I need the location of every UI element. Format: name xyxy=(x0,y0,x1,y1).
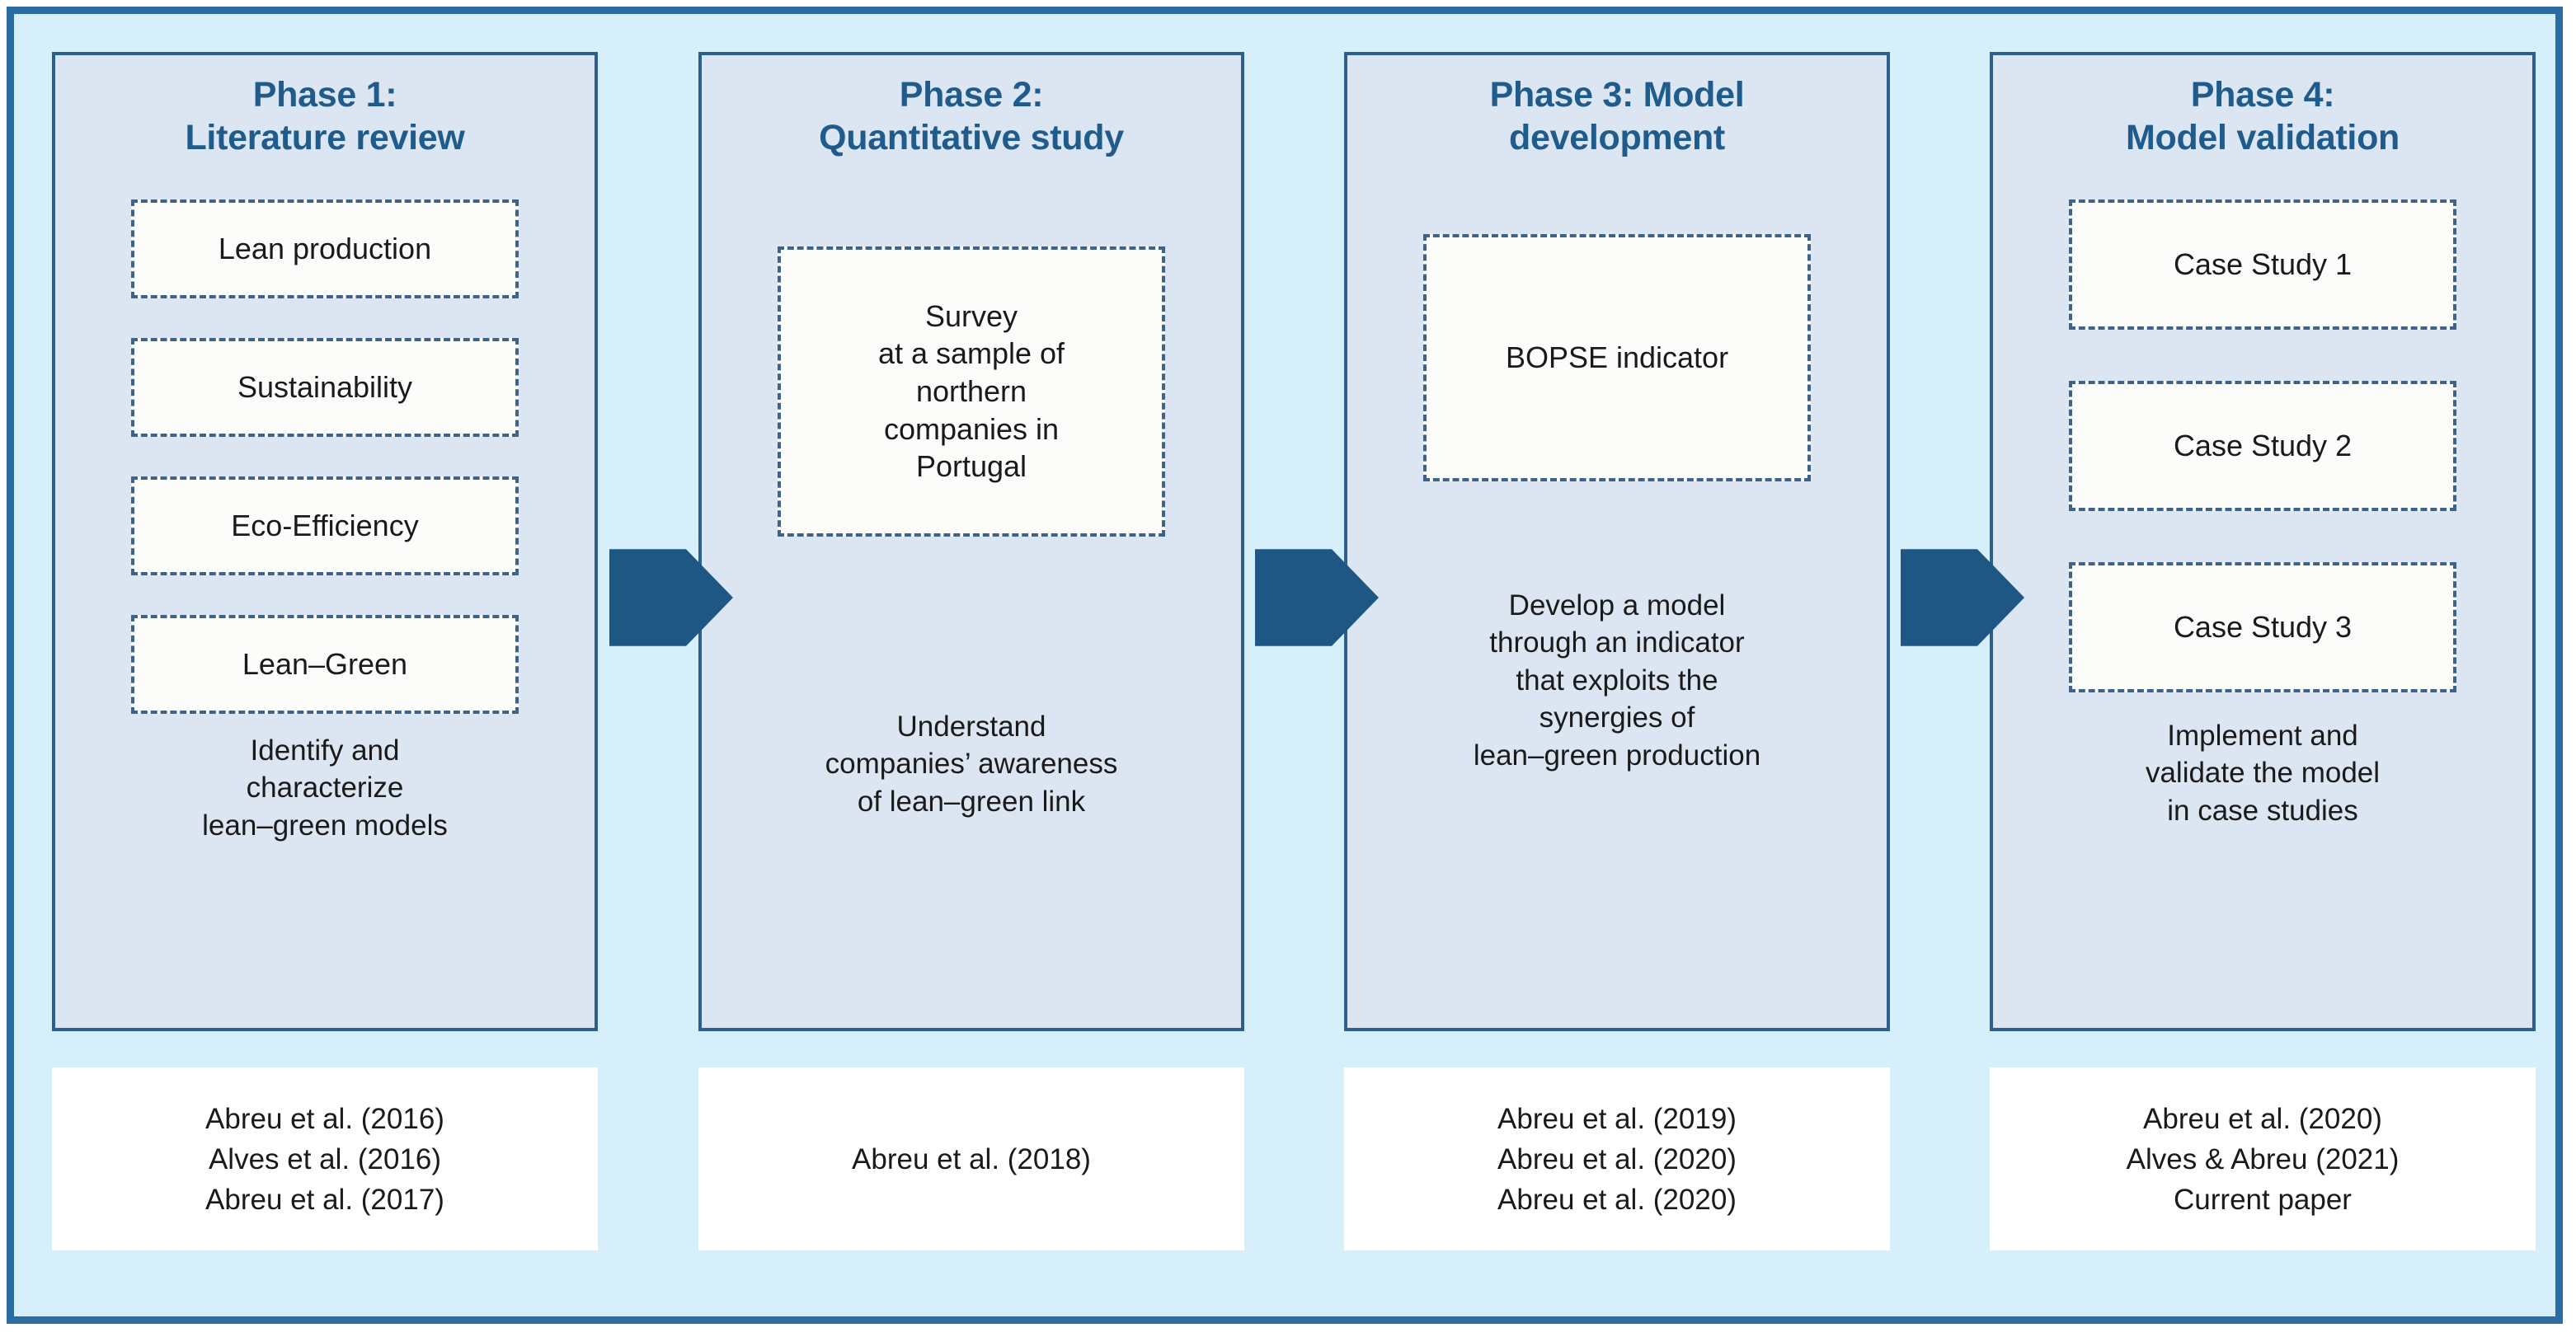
item-line: Portugal xyxy=(915,449,1027,484)
phase-title-3: Phase 3: Model development xyxy=(1369,73,1865,160)
phase-title-1-line2: Literature review xyxy=(185,118,465,158)
phase-title-4: Phase 4: Model validation xyxy=(2014,73,2511,160)
reference-line: Abreu et al. (2019) xyxy=(1497,1102,1737,1135)
phase-item-box[interactable]: Case Study 2 xyxy=(2069,380,2456,511)
reference-line: Alves et al. (2016) xyxy=(208,1142,442,1175)
reference-line: Abreu et al. (2016) xyxy=(205,1102,444,1135)
phase-caption-2: Understand companies’ awareness of lean–… xyxy=(729,708,1215,821)
phase-items-4: Case Study 1 Case Study 2 Case Study 3 I… xyxy=(1993,160,2532,1028)
caption-line: validate the model xyxy=(2145,757,2381,790)
phase-title-2-line2: Quantitative study xyxy=(819,118,1124,158)
reference-line: Abreu et al. (2017) xyxy=(205,1183,444,1216)
phase-title-2: Phase 2: Quantitative study xyxy=(723,73,1220,160)
phase-title-1-line1: Phase 1: xyxy=(252,75,397,115)
phase-caption-3: Develop a model through an indicator tha… xyxy=(1375,587,1860,775)
caption-line: companies’ awareness xyxy=(825,748,1118,781)
diagram-canvas: Phase 1: Literature review Lean producti… xyxy=(7,7,2563,1324)
phase-title-3-line2: development xyxy=(1509,118,1725,158)
reference-line: Abreu et al. (2020) xyxy=(1497,1142,1737,1175)
phase-caption-4: Implement and validate the model in case… xyxy=(2020,717,2506,830)
phase-items-2: Survey at a sample of northern companies… xyxy=(702,160,1241,1028)
phase-item-box[interactable]: Lean production xyxy=(131,199,519,298)
phase-title-4-line2: Model validation xyxy=(2125,118,2400,158)
phase-panel-1[interactable]: Phase 1: Literature review Lean producti… xyxy=(52,52,598,1031)
phase-panel-3[interactable]: Phase 3: Model development BOPSE indicat… xyxy=(1344,52,1890,1031)
phase-item-box[interactable]: Sustainability xyxy=(131,337,519,437)
phase-column-3: Phase 3: Model development BOPSE indicat… xyxy=(1344,52,1890,1251)
phase-items-3: BOPSE indicator Develop a model through … xyxy=(1347,160,1887,1028)
phase-title-2-line1: Phase 2: xyxy=(899,75,1044,115)
phase-caption-1: Identify and characterize lean–green mod… xyxy=(82,732,568,845)
item-line: companies in xyxy=(883,411,1060,446)
phase-items-1: Lean production Sustainability Eco-Effic… xyxy=(55,160,595,1028)
phase-item-box[interactable]: Eco-Efficiency xyxy=(131,476,519,575)
phase-references-3: Abreu et al. (2019) Abreu et al. (2020) … xyxy=(1344,1067,1890,1250)
item-line: Survey xyxy=(924,298,1018,333)
phase-title-1: Phase 1: Literature review xyxy=(77,73,573,160)
phase-item-box[interactable]: Survey at a sample of northern companies… xyxy=(778,246,1165,537)
phase-title-4-line1: Phase 4: xyxy=(2190,75,2335,115)
item-line: at a sample of xyxy=(877,336,1065,371)
phase-panel-2[interactable]: Phase 2: Quantitative study Survey at a … xyxy=(698,52,1244,1031)
phase-references-4: Abreu et al. (2020) Alves & Abreu (2021)… xyxy=(1990,1067,2536,1250)
reference-line: Abreu et al. (2020) xyxy=(2143,1102,2382,1135)
phase-column-1: Phase 1: Literature review Lean producti… xyxy=(52,52,598,1251)
reference-line: Abreu et al. (2018) xyxy=(852,1142,1091,1175)
caption-line: Understand xyxy=(896,710,1046,743)
phase-references-2: Abreu et al. (2018) xyxy=(698,1067,1244,1250)
phase-column-2: Phase 2: Quantitative study Survey at a … xyxy=(698,52,1244,1251)
caption-line: of lean–green link xyxy=(857,785,1086,818)
caption-line: lean–green models xyxy=(202,809,448,842)
reference-line: Current paper xyxy=(2174,1183,2352,1216)
reference-line: Alves & Abreu (2021) xyxy=(2126,1142,2400,1175)
item-line: northern xyxy=(915,374,1027,409)
caption-line: in case studies xyxy=(2167,794,2358,827)
phase-column-4: Phase 4: Model validation Case Study 1 C… xyxy=(1990,52,2536,1251)
caption-line: through an indicator xyxy=(1489,626,1745,659)
caption-line: lean–green production xyxy=(1473,739,1761,772)
caption-line: characterize xyxy=(246,772,404,805)
phase-references-1: Abreu et al. (2016) Alves et al. (2016) … xyxy=(52,1067,598,1250)
phase-panel-4[interactable]: Phase 4: Model validation Case Study 1 C… xyxy=(1990,52,2536,1031)
caption-line: synergies of xyxy=(1539,701,1695,734)
phase-item-box[interactable]: Case Study 1 xyxy=(2069,199,2456,330)
reference-line: Abreu et al. (2020) xyxy=(1497,1183,1737,1216)
phase-item-box[interactable]: Case Study 3 xyxy=(2069,561,2456,692)
phase-item-box[interactable]: Lean–Green xyxy=(131,614,519,714)
caption-line: that exploits the xyxy=(1516,664,1718,697)
phase-title-3-line1: Phase 3: Model xyxy=(1489,75,1745,115)
caption-line: Develop a model xyxy=(1508,589,1726,622)
caption-line: Implement and xyxy=(2167,719,2358,752)
caption-line: Identify and xyxy=(250,734,400,767)
phase-item-box[interactable]: BOPSE indicator xyxy=(1423,233,1811,481)
